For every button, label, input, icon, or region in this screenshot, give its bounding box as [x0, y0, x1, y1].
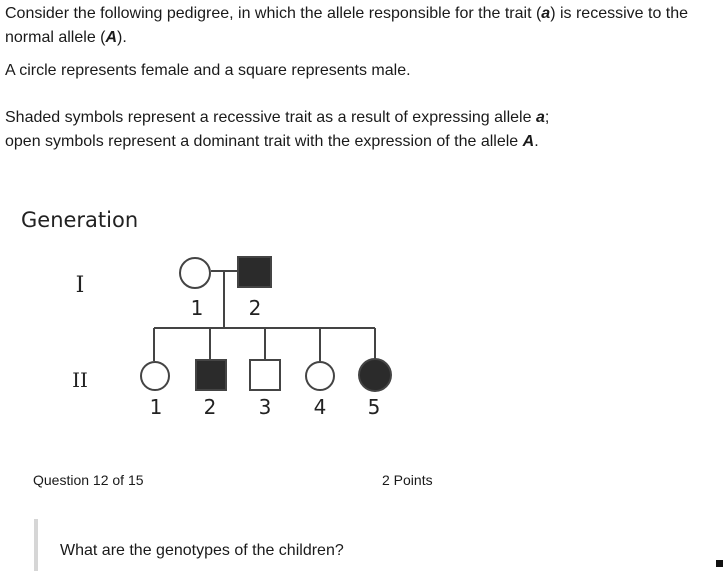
member-number-II-3: 3 [259, 395, 272, 419]
corner-marker [716, 560, 723, 567]
question-accent-bar [34, 519, 38, 571]
generation-I-members: 1 2 [179, 256, 272, 320]
intro-text: . [534, 133, 539, 150]
intro-line-1: Consider the following pedigree, in whic… [5, 2, 717, 50]
generation-heading: Generation [21, 208, 138, 232]
intro-text: ). [117, 29, 127, 46]
intro-text: Shaded symbols represent a recessive tra… [5, 109, 536, 126]
intro-text: open symbols represent a dominant trait … [5, 133, 523, 150]
allele-recessive: a [541, 5, 551, 22]
member-number-II-5: 5 [368, 395, 381, 419]
pedigree-male-II-3 [249, 359, 281, 391]
question-text: What are the genotypes of the children? [60, 542, 344, 559]
question-counter: Question 12 of 15 [33, 472, 144, 488]
member-number-I-1: 1 [191, 296, 204, 320]
pedigree-female-II-5 [358, 358, 392, 392]
generation-label-I: I [76, 273, 85, 298]
allele-dominant: A [105, 29, 118, 46]
generation-label-II: II [72, 368, 88, 392]
intro-text: Consider the following pedigree, in whic… [5, 5, 542, 22]
intro-line-2: A circle represents female and a square … [5, 62, 411, 79]
member-number-I-2: 2 [249, 296, 262, 320]
pedigree-female-II-4 [305, 361, 335, 391]
pedigree-female-I-1 [179, 257, 211, 289]
allele-dominant: A [522, 133, 535, 150]
pedigree-lines [153, 270, 376, 361]
question-points: 2 Points [382, 472, 433, 488]
generation-II-members: 1 2 3 4 5 [140, 358, 392, 419]
member-number-II-2: 2 [204, 395, 217, 419]
intro-line-4: open symbols represent a dominant trait … [5, 130, 539, 154]
intro-line-3: Shaded symbols represent a recessive tra… [5, 106, 549, 130]
pedigree-male-I-2 [237, 256, 272, 288]
member-number-II-4: 4 [314, 395, 327, 419]
member-number-II-1: 1 [150, 395, 163, 419]
pedigree-male-II-2 [195, 359, 227, 391]
pedigree-diagram: Generation I II 1 2 1 2 3 4 5 [21, 208, 392, 419]
intro-text: ; [544, 109, 550, 126]
intro-text: ) is recessive to the normal allele ( [5, 5, 689, 46]
pedigree-female-II-1 [140, 361, 170, 391]
allele-recessive: a [535, 109, 545, 126]
